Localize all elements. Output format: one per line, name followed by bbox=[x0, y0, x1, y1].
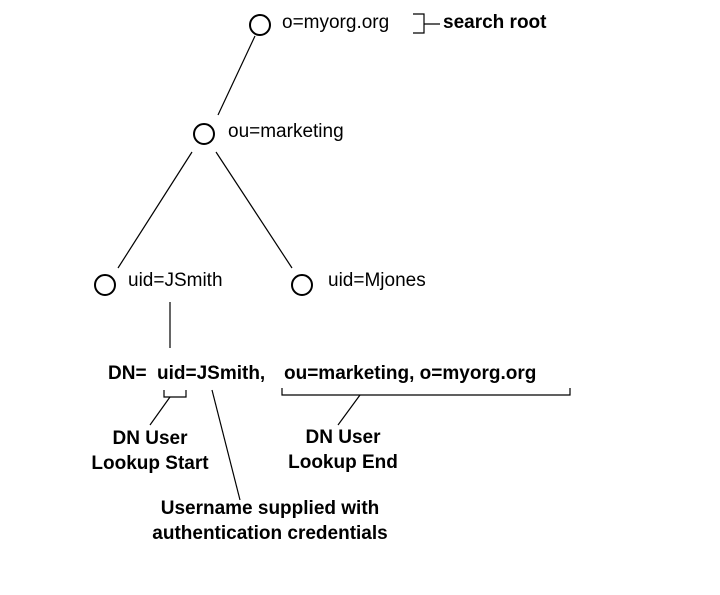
lookup-start-pointer bbox=[149, 396, 171, 426]
lookup-start-label: DN User Lookup Start bbox=[80, 428, 220, 475]
lookup-start-line1: DN User bbox=[112, 428, 188, 449]
lookup-start-line2: Lookup Start bbox=[91, 453, 209, 474]
lookup-end-line1: DN User bbox=[305, 427, 381, 448]
username-line2: authentication credentials bbox=[152, 523, 388, 544]
dn-rest-segment: ou=marketing, o=myorg.org bbox=[284, 363, 537, 384]
lookup-end-pointer bbox=[337, 394, 361, 426]
lookup-end-bracket bbox=[281, 388, 571, 396]
edge-root-marketing bbox=[217, 35, 256, 116]
lookup-end-label: DN User Lookup End bbox=[278, 427, 408, 474]
search-root-label: search root bbox=[443, 12, 547, 33]
node-root-circle bbox=[249, 14, 271, 36]
username-label: Username supplied with authentication cr… bbox=[120, 498, 420, 545]
node-root-label: o=myorg.org bbox=[282, 12, 390, 33]
edge-marketing-jsmith bbox=[117, 151, 193, 269]
username-pointer bbox=[211, 389, 241, 501]
node-marketing-label: ou=marketing bbox=[228, 121, 344, 142]
node-jsmith-circle bbox=[94, 274, 116, 296]
node-jsmith-label: uid=JSmith bbox=[128, 270, 223, 291]
search-root-bracket bbox=[413, 13, 440, 34]
node-mjones-circle bbox=[291, 274, 313, 296]
dn-uid-segment: uid=JSmith, bbox=[157, 363, 266, 384]
dn-prefix: DN= bbox=[108, 363, 147, 384]
username-line1: Username supplied with bbox=[160, 498, 380, 519]
lookup-start-bracket bbox=[163, 390, 187, 398]
edge-marketing-mjones bbox=[215, 151, 293, 269]
lookup-end-line2: Lookup End bbox=[288, 452, 398, 473]
node-marketing-circle bbox=[193, 123, 215, 145]
node-mjones-label: uid=Mjones bbox=[328, 270, 426, 291]
